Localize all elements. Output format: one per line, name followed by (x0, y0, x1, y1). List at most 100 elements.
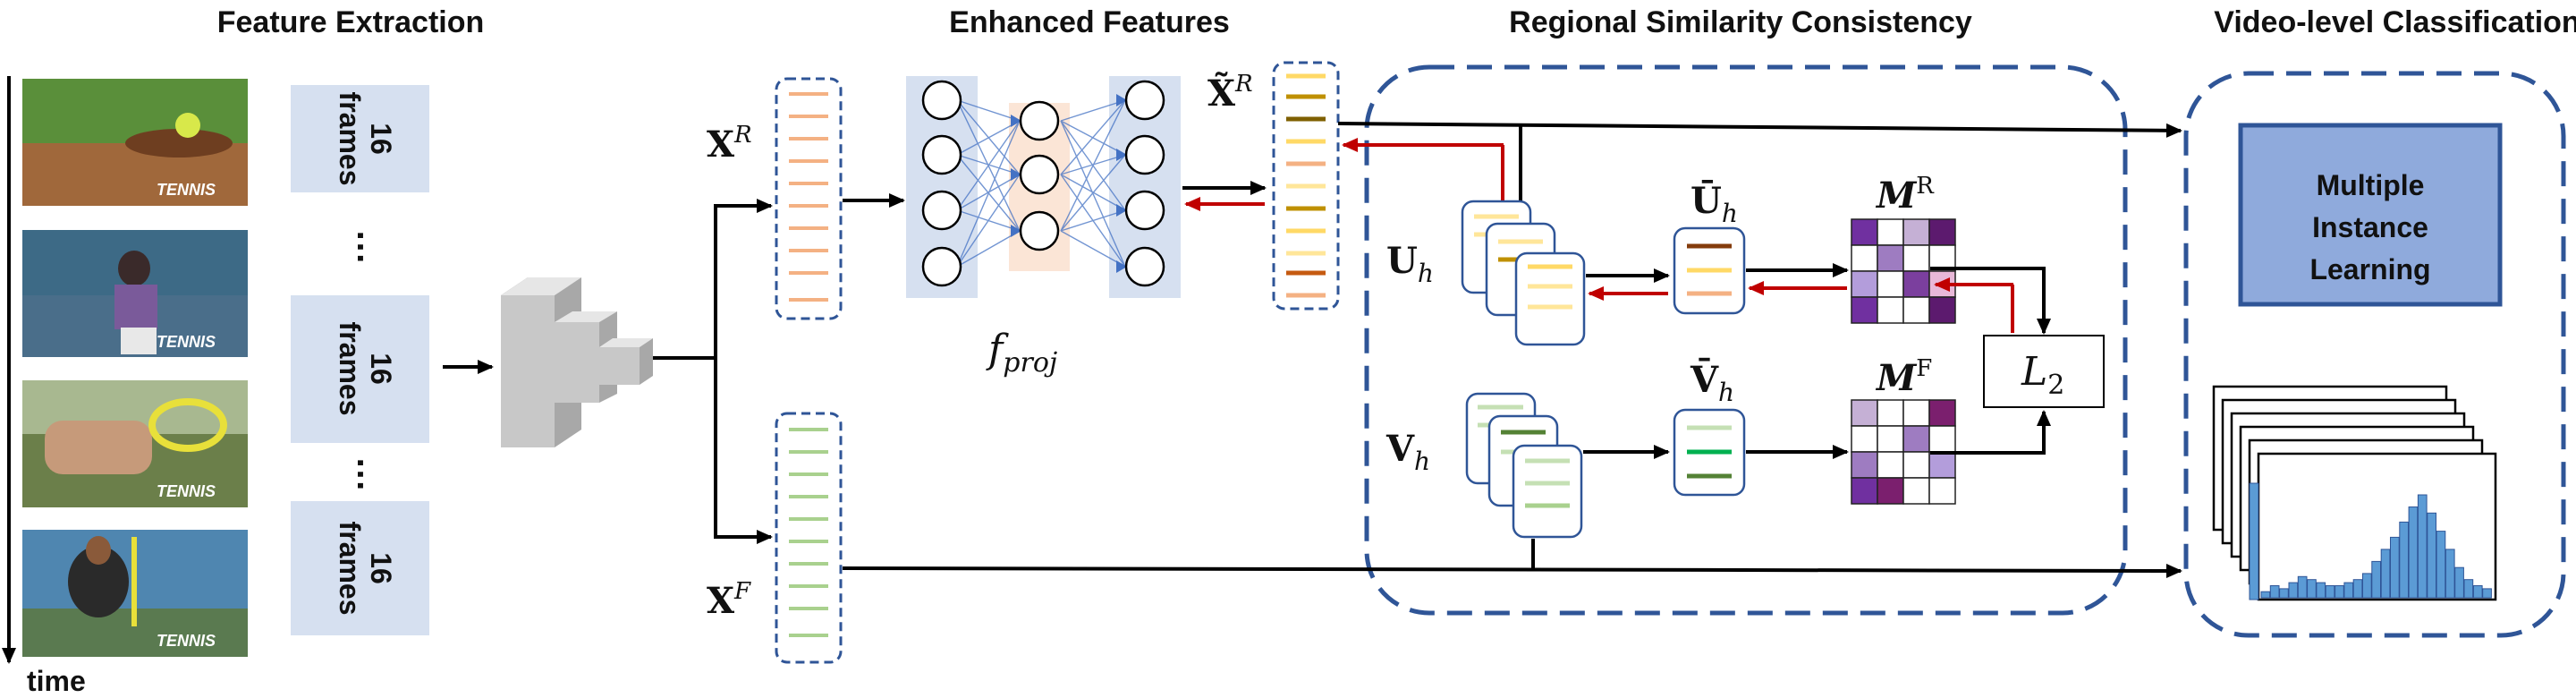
histogram-bar (2427, 512, 2437, 599)
histogram-bar (2482, 588, 2492, 599)
frame-group-word: frames (334, 92, 366, 186)
histogram-bar (2334, 585, 2344, 599)
thumbnail-caption: TENNIS (157, 181, 216, 199)
frame-group-word: frames (334, 322, 366, 416)
arrow-mr-to-l2 (1930, 267, 2051, 335)
histogram-bar (2408, 506, 2419, 599)
header-feature-extraction: Feature Extraction (217, 5, 485, 39)
u-bar-pooled-feature (1673, 226, 1746, 315)
frame-group: 16 frames (291, 85, 429, 192)
enhanced-feature-column (1272, 61, 1340, 311)
similarity-matrix-rgb (1851, 218, 1956, 324)
flow-to-classification-line (842, 539, 2182, 578)
video-thumbnails: TENNIS TENNIS TENNIS TENNIS (22, 79, 248, 657)
thumbnail-caption: TENNIS (157, 333, 216, 351)
ellipsis: … (350, 229, 389, 265)
histogram-bar (2454, 566, 2464, 599)
header-enhanced-features: Enhanced Features (949, 5, 1230, 39)
frame-group: 16 frames (291, 501, 429, 635)
label-x-f: XF (707, 578, 751, 622)
matrix-cell (1877, 425, 1904, 453)
label-u-bar-h: Ūh (1690, 180, 1738, 228)
matrix-cell (1877, 477, 1904, 505)
histogram-bar (2307, 579, 2317, 599)
gradient-arrow-l2-to-mr (1934, 277, 2014, 333)
matrix-cell (1851, 270, 1878, 298)
mil-label-line3: Learning (2309, 253, 2430, 285)
matrix-cell (1851, 296, 1878, 324)
histogram-bar (2260, 591, 2271, 599)
l2-loss: L2 (1983, 335, 2105, 408)
similarity-matrix-flow (1851, 399, 1956, 505)
label-l2: L2 (2021, 349, 2064, 401)
feature-encoder-icon (501, 277, 653, 447)
matrix-cell (1902, 218, 1930, 246)
histogram-bar (2316, 582, 2326, 599)
frame-group-number: 16 (365, 353, 397, 385)
video-thumbnail: TENNIS (22, 380, 248, 507)
mil-label-line2: Instance (2312, 211, 2428, 243)
matrix-cell (1877, 399, 1904, 427)
label-f-proj: fproj (986, 327, 1057, 379)
matrix-cell (1928, 451, 1956, 479)
matrix-cell (1902, 425, 1930, 453)
histogram-bar (2417, 494, 2428, 599)
matrix-cell (1877, 296, 1904, 324)
score-histogram-stack (2212, 385, 2497, 601)
classification-region (2183, 71, 2566, 638)
histogram-bar (2390, 536, 2400, 599)
video-thumbnail: TENNIS (22, 79, 248, 206)
histogram-bar (2343, 582, 2354, 599)
mil-block: Multiple Instance Learning (2238, 123, 2503, 307)
matrix-cell (1877, 218, 1904, 246)
encoder-outputs (653, 199, 773, 544)
time-axis: time (2, 76, 86, 697)
matrix-cell (1902, 270, 1930, 298)
mil-label-line1: Multiple (2317, 169, 2425, 201)
thumbnail-caption: TENNIS (157, 482, 216, 500)
rgb-feature-column (775, 77, 843, 320)
gradient-arrow-uh-to-enhanced (1342, 138, 1504, 204)
frame-group-number: 16 (365, 552, 397, 584)
label-v-bar-h: V̄h (1690, 359, 1734, 407)
frame-group-number: 16 (365, 123, 397, 155)
tennis-ball-icon (175, 113, 200, 138)
label-v-h: Vh (1385, 428, 1430, 476)
histogram-bar (2436, 531, 2446, 599)
matrix-cell (1902, 296, 1930, 324)
label-x-r: XR (707, 122, 752, 166)
frame-group: 16 frames (291, 295, 429, 443)
histogram-bar (2288, 582, 2299, 599)
matrix-cell (1902, 451, 1930, 479)
u-h-region-stack (1461, 200, 1586, 346)
regional-similarity-region (1364, 64, 2128, 616)
matrix-cell (1902, 399, 1930, 427)
label-u-h: Uh (1386, 240, 1434, 288)
matrix-cell (1902, 477, 1930, 505)
ellipsis: … (350, 456, 389, 492)
video-thumbnail: TENNIS (22, 530, 248, 657)
matrix-cell (1851, 477, 1878, 505)
matrix-cell (1851, 451, 1878, 479)
matrix-cell (1851, 399, 1878, 427)
matrix-cell (1928, 477, 1956, 505)
histogram-bar (2399, 521, 2410, 599)
header-video-classification: Video-level Classification (2214, 5, 2576, 39)
matrix-cell (1851, 425, 1878, 453)
v-h-region-stack (1465, 392, 1583, 539)
arrow-mf-to-l2 (1930, 410, 2051, 455)
label-x-tilde-r: X̃R (1208, 71, 1253, 115)
histogram-bar (2463, 579, 2474, 599)
thumbnail-caption: TENNIS (157, 632, 216, 650)
matrix-cell (1902, 244, 1930, 272)
video-thumbnail: TENNIS (22, 230, 248, 357)
histogram-bar (2371, 560, 2382, 599)
flow-feature-column (775, 412, 843, 664)
matrix-cell (1877, 270, 1904, 298)
projection-network: fproj (906, 76, 1181, 379)
matrix-cell (1851, 244, 1878, 272)
histogram-bar (2472, 585, 2483, 599)
matrix-cell (1928, 218, 1956, 246)
histogram-bar (2269, 585, 2280, 599)
